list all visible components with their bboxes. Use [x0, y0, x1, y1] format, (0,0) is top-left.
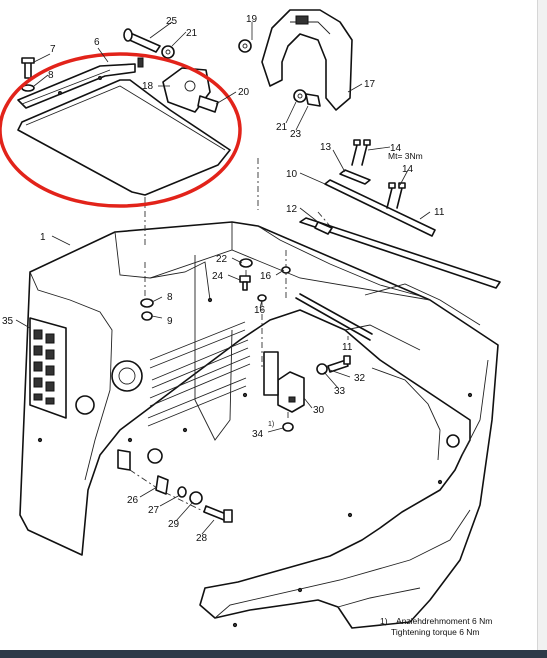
seal-strips: [295, 139, 501, 341]
callout-24: 24: [212, 271, 224, 282]
bolt-7: [21, 57, 35, 92]
callout-33: 33: [334, 386, 346, 397]
callout-9: 9: [167, 316, 173, 327]
callout-17: 17: [364, 79, 376, 90]
grille-panel: [29, 317, 67, 419]
upper-bracket: [123, 28, 219, 113]
callout-8-top: 8: [48, 70, 54, 81]
callout-18: 18: [142, 81, 154, 92]
callout-32: 32: [354, 373, 366, 384]
callout-6: 6: [94, 37, 100, 48]
handle-17: [238, 9, 353, 111]
footnote-de: Anziehdrehmoment 6 Nm: [395, 616, 493, 626]
callout-1: 1: [40, 232, 46, 243]
leader-lines: [15, 21, 431, 535]
callout-13: 13: [320, 142, 332, 153]
callout-20: 20: [238, 87, 250, 98]
callout-29: 29: [168, 519, 180, 530]
bottom-taskbar: [0, 650, 547, 658]
callout-27: 27: [148, 505, 160, 516]
callout-23: 23: [290, 129, 302, 140]
callout-26: 26: [127, 495, 139, 506]
callout-16-upper: 16: [260, 271, 272, 282]
callout-7: 7: [50, 44, 56, 55]
footnote-marker: 1): [380, 616, 388, 626]
vertical-scrollbar[interactable]: [537, 0, 547, 650]
callout-25: 25: [166, 16, 178, 27]
callout-10: 10: [286, 169, 298, 180]
mat-assembly: [17, 57, 231, 196]
callout-21-lower: 21: [276, 122, 288, 133]
main-housing: [19, 221, 499, 629]
callout-19: 19: [246, 14, 258, 25]
footnote-en: Tightening torque 6 Nm: [391, 627, 480, 637]
callout-11-lower: 11: [342, 342, 353, 353]
torque-spec-label: Mt= 3Nm: [388, 151, 423, 161]
footnote: 1) Anziehdrehmoment 6 Nm: [380, 616, 492, 626]
callout-12: 12: [286, 204, 298, 215]
callout-11-right: 11: [434, 207, 445, 218]
lower-bracket-30: [263, 351, 351, 432]
callout-30: 30: [313, 405, 325, 416]
lower-fasteners: [117, 449, 233, 523]
middle-fasteners: [140, 258, 291, 321]
callout-28: 28: [196, 533, 208, 544]
note-marker: 1): [268, 421, 274, 428]
callout-14-lower: 14: [402, 164, 414, 175]
highlight-ellipse: [0, 52, 242, 208]
callout-21-top: 21: [186, 28, 198, 39]
callout-numbers: 1 6 7 8 8 9 10 11 11 12 13 14 14 16 16 1…: [2, 14, 445, 544]
callout-35: 35: [2, 316, 14, 327]
callout-22: 22: [216, 254, 228, 265]
callout-14-top: 14: [390, 143, 402, 154]
callout-34: 34: [252, 429, 264, 440]
callout-8-mid: 8: [167, 292, 173, 303]
callout-16-lower: 16: [254, 305, 266, 316]
